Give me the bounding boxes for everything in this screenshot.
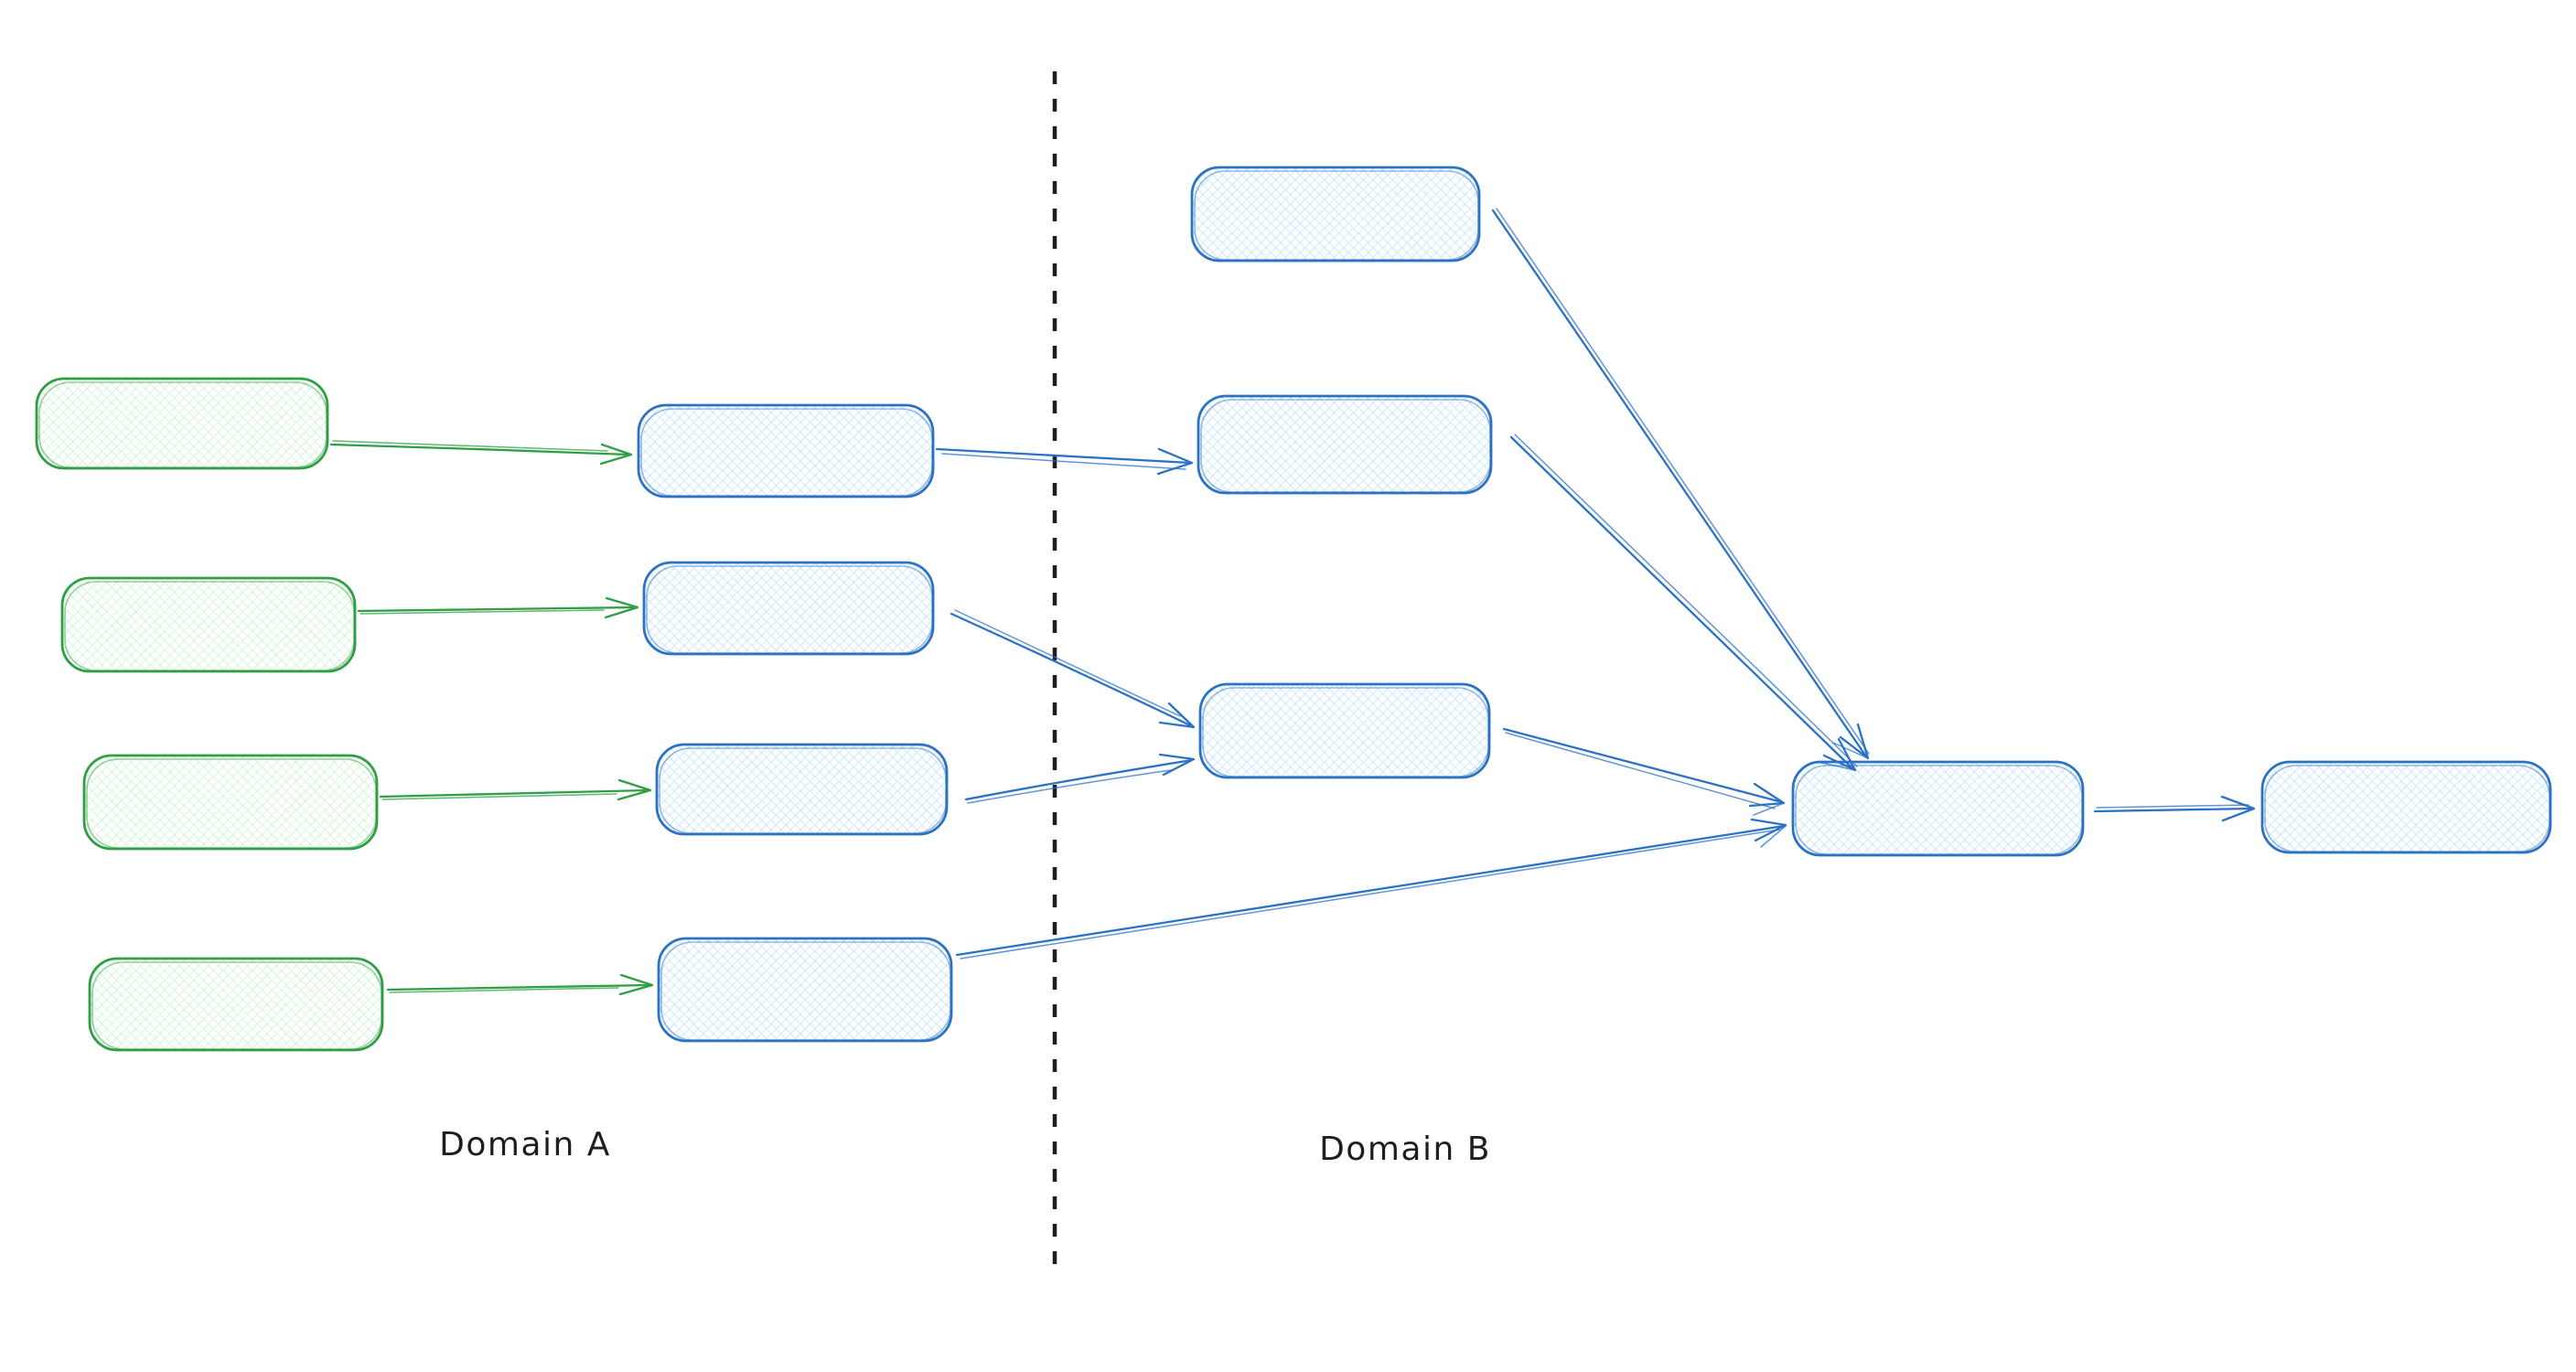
edge-a-input-3-to-a-process-3	[379, 778, 652, 801]
node-a-input-4	[88, 957, 384, 1052]
node-a-input-2	[60, 576, 357, 673]
node-b-node-1	[1190, 166, 1481, 263]
node-a-process-2	[642, 561, 935, 656]
domain-a-label: Domain A	[439, 1126, 611, 1163]
node-a-process-4	[657, 937, 953, 1043]
node-a-process-3	[655, 743, 949, 836]
node-b-merge	[1791, 760, 2085, 857]
domain-b-label: Domain B	[1319, 1131, 1491, 1168]
node-b-node-3	[1198, 682, 1491, 779]
edge-a-input-2-to-a-process-2	[357, 596, 639, 619]
node-a-input-1	[35, 377, 329, 470]
edge-b-node-1-to-b-merge	[1491, 208, 1870, 760]
edge-a-process-2-to-b-node-3	[950, 609, 1196, 729]
edge-b-node-2-to-b-merge	[1509, 434, 1858, 772]
edge-b-node-3-to-b-merge	[1502, 727, 1786, 816]
node-b-output	[2260, 760, 2552, 854]
edge-a-process-4-to-b-merge	[955, 818, 1787, 959]
edge-a-input-4-to-a-process-4	[386, 973, 654, 996]
edge-a-process-1-to-b-node-2	[935, 447, 1194, 476]
edge-a-process-3-to-b-node-3	[964, 753, 1196, 804]
edge-a-input-1-to-a-process-1	[329, 440, 633, 466]
node-a-process-1	[637, 403, 935, 498]
node-a-input-3	[82, 754, 379, 851]
node-b-node-2	[1197, 394, 1493, 495]
edge-b-merge-to-b-output	[2093, 795, 2256, 822]
